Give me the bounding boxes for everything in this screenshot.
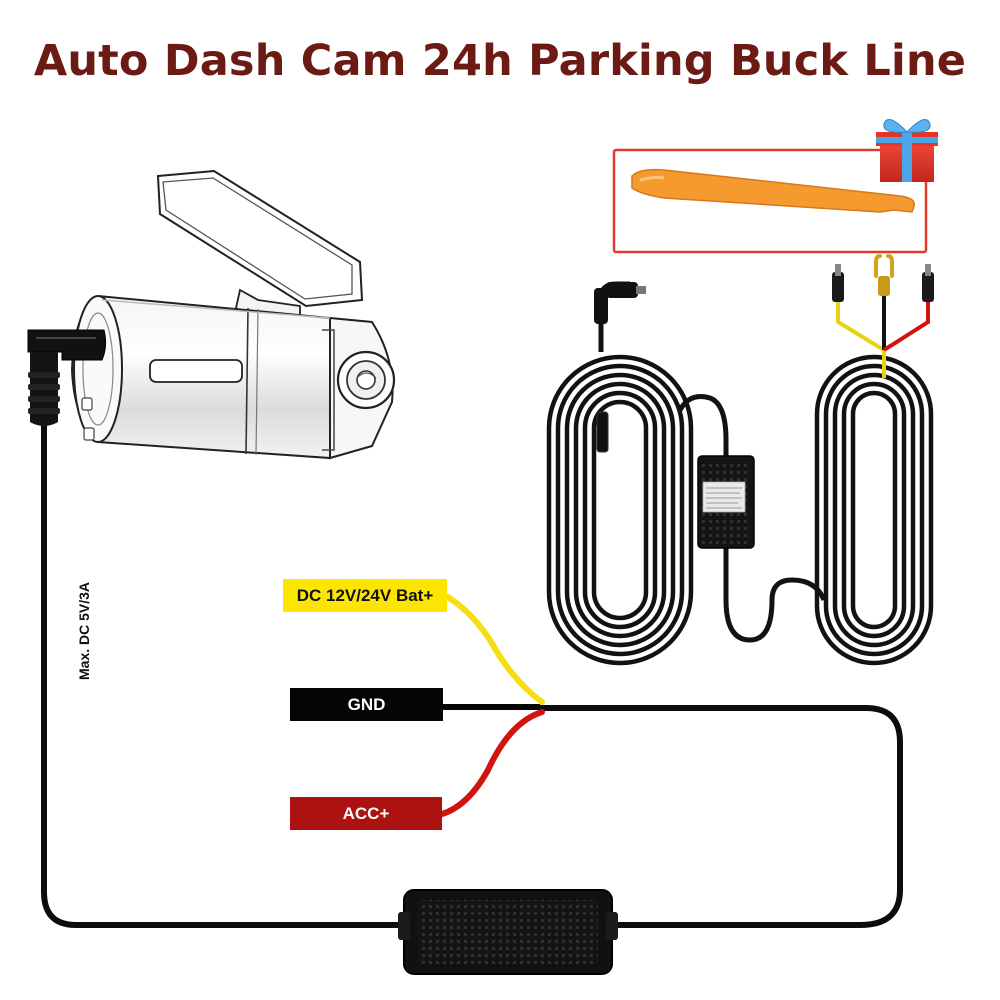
output-spec-label: Max. DC 5V/3A xyxy=(76,581,92,680)
coiled-cable-kit xyxy=(546,254,934,666)
ground-wire-label: GND xyxy=(290,688,443,721)
lead-wires xyxy=(439,593,545,817)
battery-wire-label: DC 12V/24V Bat+ xyxy=(283,579,447,612)
gift-box-icon xyxy=(876,119,938,182)
camera-mount-plate xyxy=(156,169,364,328)
battery-wire xyxy=(443,593,545,705)
acc-wire xyxy=(439,709,545,817)
buck-converter xyxy=(398,705,903,975)
main-cable xyxy=(27,329,413,928)
acc-wire-label: ACC+ xyxy=(290,797,442,830)
pry-tool xyxy=(631,168,915,213)
product-title: Auto Dash Cam 24h Parking Buck Line xyxy=(33,36,967,86)
dash-camera xyxy=(70,169,396,460)
camera-lens xyxy=(336,350,396,410)
bonus-tool-frame xyxy=(612,119,938,254)
camera-body xyxy=(70,294,394,460)
